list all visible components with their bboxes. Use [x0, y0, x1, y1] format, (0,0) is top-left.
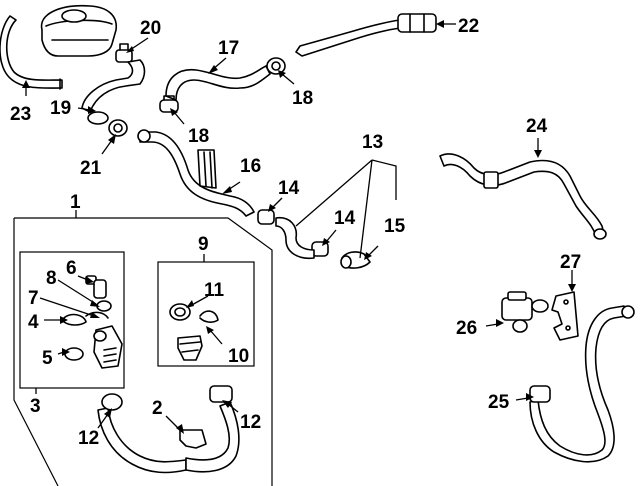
sensor-6	[85, 275, 107, 299]
callout-9: 9	[198, 234, 209, 255]
callout-25: 25	[488, 392, 510, 413]
connector-housing	[93, 325, 123, 369]
callout-24: 24	[526, 116, 548, 137]
callout-4: 4	[28, 312, 39, 333]
hose-bottom-left	[97, 393, 187, 474]
bracket-27	[551, 291, 579, 341]
callout-19: 19	[50, 98, 71, 119]
coolant-reservoir	[40, 4, 117, 57]
clamp-14b	[311, 241, 329, 257]
clip-4	[63, 313, 87, 326]
callout-21: 21	[80, 158, 102, 179]
hose-17	[165, 65, 271, 101]
oring-8	[96, 300, 112, 312]
clamp-14a	[257, 209, 275, 225]
seal-10	[177, 335, 203, 361]
callout-14-a: 14	[278, 178, 300, 199]
valve-26	[501, 291, 549, 333]
clip-7	[85, 311, 109, 319]
callout-14-b: 14	[334, 208, 356, 229]
callout-11: 11	[204, 280, 225, 301]
callout-16: 16	[240, 156, 261, 177]
hose-24	[439, 153, 607, 240]
clamp-20	[115, 43, 133, 63]
clip-9	[199, 310, 219, 323]
oring-11-inner	[174, 307, 186, 317]
callout-3: 3	[30, 396, 41, 417]
callout-12-left: 12	[78, 428, 99, 449]
callout-8: 8	[46, 268, 57, 289]
clamp-18b	[159, 95, 179, 113]
fitting-2	[179, 429, 207, 449]
fitting-15	[340, 251, 371, 269]
callout-6: 6	[66, 258, 77, 279]
hose-25	[529, 305, 635, 463]
callout-17: 17	[218, 38, 239, 59]
oring-5	[64, 347, 84, 361]
hose-19	[81, 59, 146, 125]
pipe-16	[137, 129, 255, 217]
clamp-18a	[266, 57, 286, 75]
hose-23	[0, 15, 63, 90]
hose-bottom-right	[185, 385, 240, 473]
callout-labels: 20 23 19 21 17 18 18 22 16 14 14 13 15 2…	[10, 16, 581, 449]
callout-18-top: 18	[292, 88, 313, 109]
callout-27: 27	[560, 252, 581, 273]
callout-7: 7	[28, 288, 39, 309]
callout-18-lower: 18	[188, 126, 209, 147]
callout-15: 15	[384, 216, 406, 237]
callout-5: 5	[42, 348, 53, 369]
callout-13: 13	[362, 132, 383, 153]
callout-22: 22	[458, 16, 479, 37]
callout-2: 2	[152, 398, 163, 419]
pipe-22	[295, 13, 437, 57]
callout-20: 20	[140, 18, 161, 39]
hose-13	[275, 216, 315, 260]
callout-10: 10	[228, 346, 249, 367]
callout-26: 26	[456, 318, 477, 339]
assembly-1-outline	[13, 217, 273, 486]
oring-11	[169, 303, 191, 321]
clamp-21	[108, 119, 128, 137]
callout-23: 23	[10, 104, 31, 125]
subkit-9-box	[157, 261, 255, 367]
leader-lines	[22, 20, 576, 434]
callout-12-right: 12	[240, 412, 261, 433]
callout-1: 1	[70, 192, 81, 213]
subkit-3-box	[19, 251, 125, 389]
